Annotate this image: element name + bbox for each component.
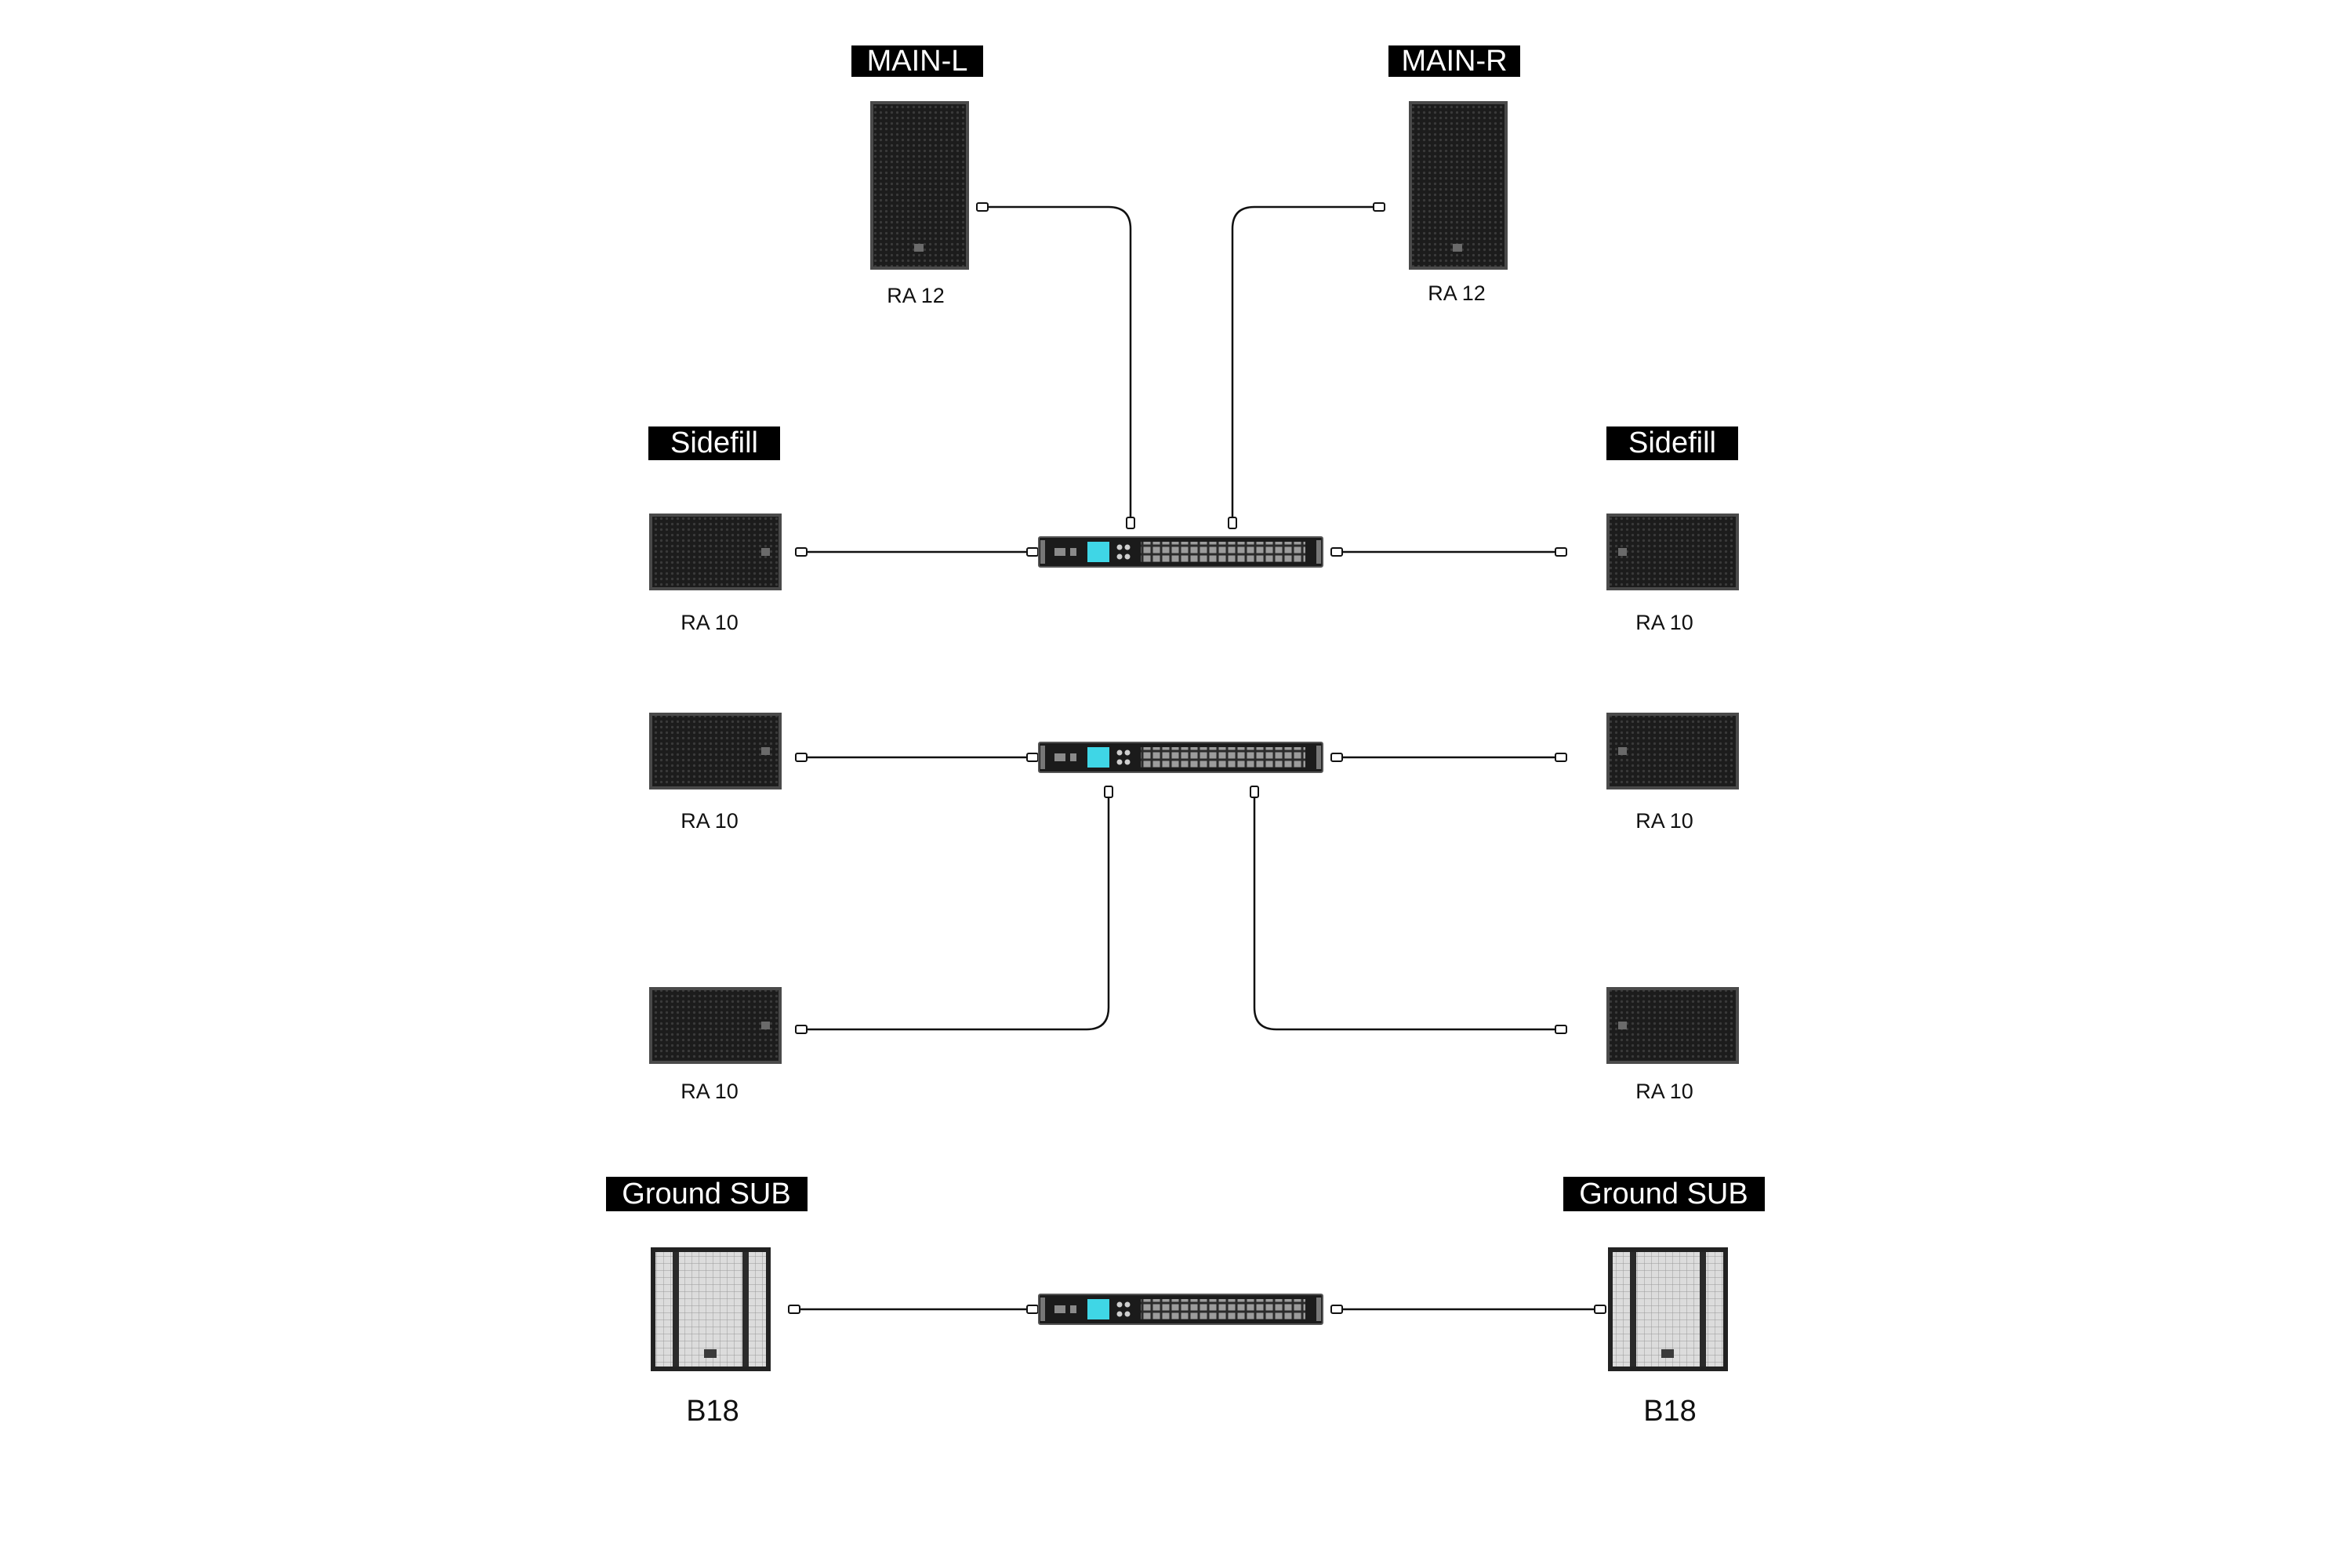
sidefill-r-tag bbox=[1606, 426, 1738, 460]
main-l-group: MAIN-L RA 12 bbox=[851, 45, 983, 307]
side-r2-model: RA 10 bbox=[1635, 809, 1693, 833]
amplifier-middle bbox=[1038, 742, 1323, 773]
cable-main-r bbox=[1231, 205, 1381, 525]
sub-r-tag-text: Ground SUB bbox=[1579, 1178, 1748, 1210]
side-l1-logo bbox=[761, 548, 770, 556]
sidefill-l-tag-text: Sidefill bbox=[670, 426, 758, 459]
side-l3-group: RA 10 bbox=[649, 987, 782, 1103]
main-r-logo bbox=[1453, 244, 1462, 252]
side-l2-speaker bbox=[649, 713, 782, 789]
side-l1-group: RA 10 bbox=[649, 514, 782, 634]
main-r-tag-text: MAIN-R bbox=[1401, 45, 1507, 78]
side-r2-speaker bbox=[1606, 713, 1739, 789]
side-r3-logo bbox=[1618, 1022, 1627, 1029]
amplifier-top bbox=[1038, 536, 1323, 568]
side-l1-model: RA 10 bbox=[681, 611, 739, 634]
side-r2-logo bbox=[1618, 747, 1627, 755]
sub-r-group: B18 bbox=[1608, 1247, 1728, 1428]
sub-r-model: B18 bbox=[1643, 1395, 1697, 1428]
main-l-speaker bbox=[870, 101, 969, 270]
side-r1-model: RA 10 bbox=[1635, 611, 1693, 634]
sub-r-logo bbox=[1661, 1349, 1674, 1358]
sidefill-r-tag-text: Sidefill bbox=[1628, 426, 1716, 459]
sub-l-tag bbox=[606, 1177, 808, 1211]
amp-middle-screen bbox=[1087, 747, 1109, 768]
cable-side-r3 bbox=[1253, 792, 1563, 1031]
side-l2-group: RA 10 bbox=[649, 713, 782, 833]
side-r1-logo bbox=[1618, 548, 1627, 556]
side-r1-speaker bbox=[1606, 514, 1739, 590]
side-r1-group: RA 10 bbox=[1606, 514, 1739, 634]
side-l2-model: RA 10 bbox=[681, 809, 739, 833]
main-r-group: MAIN-R RA 12 bbox=[1388, 45, 1520, 305]
side-r3-model: RA 10 bbox=[1635, 1080, 1693, 1103]
main-r-speaker bbox=[1409, 101, 1508, 270]
sub-l-speaker bbox=[651, 1247, 771, 1371]
main-l-tag bbox=[851, 45, 983, 77]
main-l-model: RA 12 bbox=[887, 284, 945, 307]
main-l-tag-text: MAIN-L bbox=[867, 45, 968, 78]
cable-main-l bbox=[980, 205, 1132, 525]
side-l3-logo bbox=[761, 1022, 770, 1029]
sub-l-group: B18 bbox=[651, 1247, 771, 1428]
side-l1-speaker bbox=[649, 514, 782, 590]
sidefill-l-tag bbox=[648, 426, 780, 460]
sub-l-logo bbox=[704, 1349, 717, 1358]
connectors bbox=[788, 202, 1606, 1314]
main-r-model: RA 12 bbox=[1428, 281, 1486, 305]
sub-r-tag bbox=[1563, 1177, 1765, 1211]
side-r3-group: RA 10 bbox=[1606, 987, 1739, 1103]
cables bbox=[793, 205, 1601, 1311]
side-l2-logo bbox=[761, 747, 770, 755]
sub-l-tag-text: Ground SUB bbox=[622, 1178, 790, 1210]
cable-side-l3 bbox=[801, 792, 1110, 1031]
side-r2-group: RA 10 bbox=[1606, 713, 1739, 833]
amplifier-bottom bbox=[1038, 1294, 1323, 1325]
side-l3-model: RA 10 bbox=[681, 1080, 739, 1103]
main-l-logo bbox=[914, 244, 924, 252]
main-r-tag bbox=[1388, 45, 1520, 77]
sub-r-speaker bbox=[1608, 1247, 1728, 1371]
amp-bottom-screen bbox=[1087, 1299, 1109, 1319]
side-r3-speaker bbox=[1606, 987, 1739, 1064]
sub-l-model: B18 bbox=[686, 1395, 739, 1428]
side-l3-speaker bbox=[649, 987, 782, 1064]
amp-top-screen bbox=[1087, 542, 1109, 562]
